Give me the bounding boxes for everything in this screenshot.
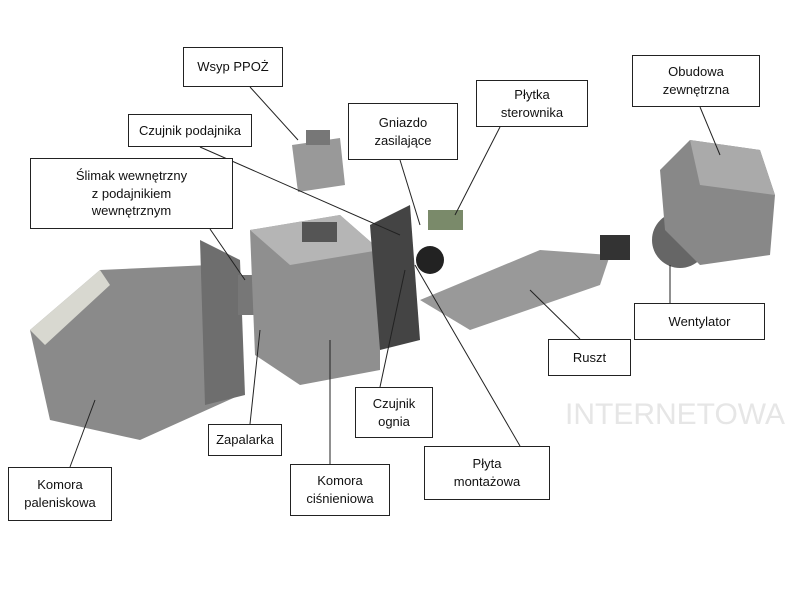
combustion-chamber (30, 240, 245, 440)
leader-lines (69, 86, 721, 468)
label-combustion-chamber: Komora paleniskowa (8, 467, 112, 521)
fire-hopper (292, 130, 345, 192)
label-pressure-chamber: Komora ciśnieniowa (290, 464, 390, 516)
grate (420, 250, 610, 330)
fan-motor (600, 235, 630, 260)
label-flame-sensor: Czujnik ognia (355, 387, 433, 438)
label-igniter: Zapalarka (208, 424, 282, 456)
label-fire-hopper: Wsyp PPOŻ (183, 47, 283, 87)
label-controller-board: Płytka sterownika (476, 80, 588, 127)
controller-board (428, 210, 463, 230)
label-fan: Wentylator (634, 303, 765, 340)
label-feeder-sensor: Czujnik podajnika (128, 114, 252, 147)
label-outer-casing: Obudowa zewnętrzna (632, 55, 760, 107)
mounting-plate (370, 205, 420, 350)
flame-sensor (416, 246, 444, 274)
watermark: INTERNETOWA (565, 398, 786, 431)
label-auger: Ślimak wewnętrzny z podajnikiem wewnętrz… (30, 158, 233, 229)
pressure-chamber (250, 215, 380, 385)
label-power-socket: Gniazdo zasilające (348, 103, 458, 160)
label-grate: Ruszt (548, 339, 631, 376)
label-mounting-plate: Płyta montażowa (424, 446, 550, 500)
outer-casing (660, 140, 775, 265)
